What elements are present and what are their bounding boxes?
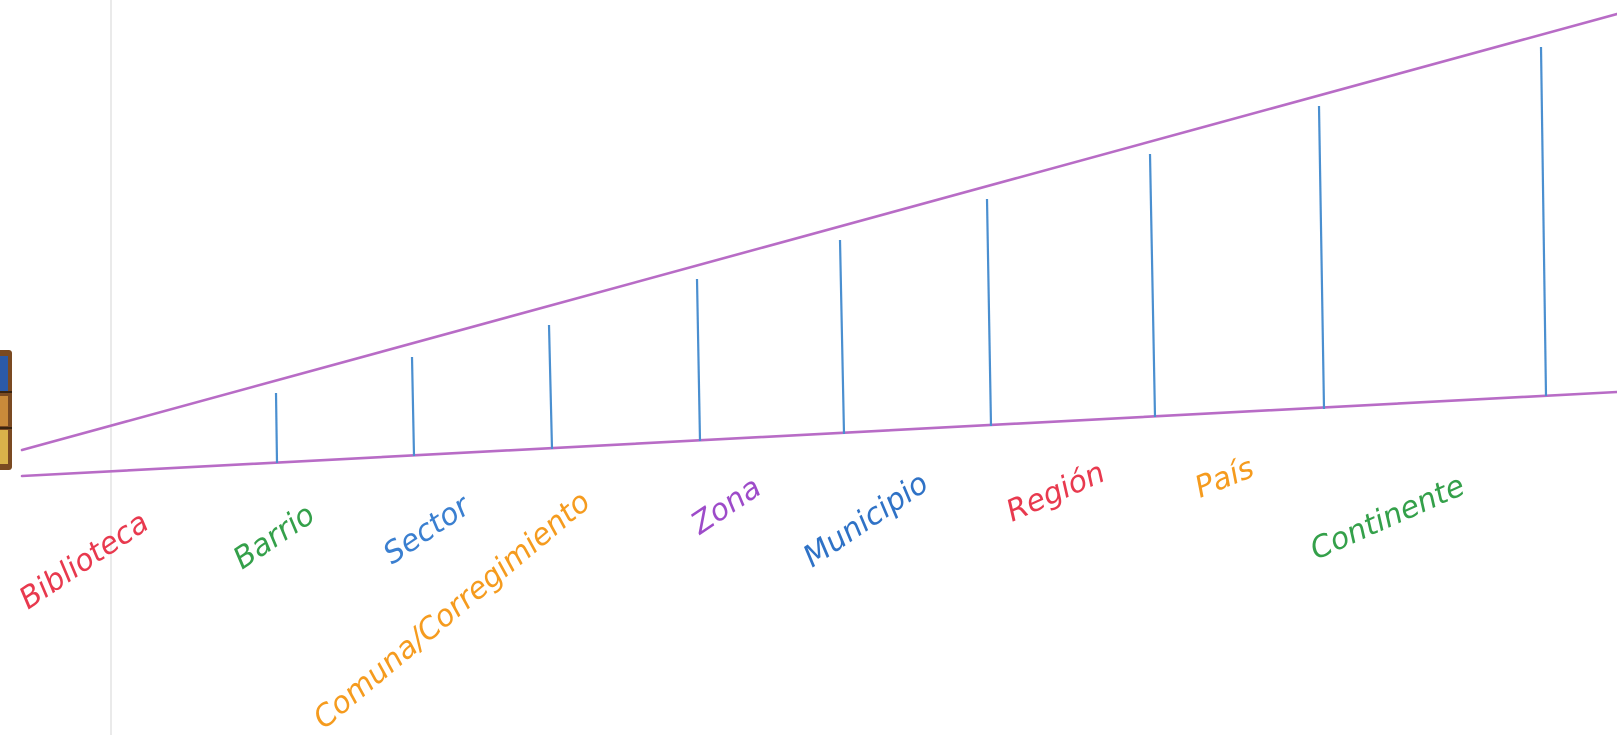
label-biblioteca: Biblioteca <box>13 505 155 617</box>
tick-continente-right <box>1539 46 1548 397</box>
tick-pais <box>1148 153 1157 418</box>
label-barrio: Barrio <box>227 497 321 577</box>
label-municipio: Municipio <box>797 466 935 575</box>
lower-boundary-line <box>20 390 1617 478</box>
label-region: Región <box>1001 455 1110 529</box>
tick-zona <box>695 278 702 442</box>
label-sector: Sector <box>377 488 478 572</box>
label-continente: Continente <box>1305 468 1470 567</box>
stacked-books-icon <box>0 350 12 470</box>
label-pais: País <box>1190 450 1259 505</box>
tick-municipio <box>838 239 846 435</box>
label-zona: Zona <box>684 470 768 542</box>
tick-continente-left <box>1317 105 1326 410</box>
tick-comuna <box>547 324 554 450</box>
tick-sector <box>410 356 416 457</box>
tick-barrio <box>274 392 279 464</box>
upper-boundary-line <box>20 12 1617 452</box>
tick-region <box>985 198 993 427</box>
